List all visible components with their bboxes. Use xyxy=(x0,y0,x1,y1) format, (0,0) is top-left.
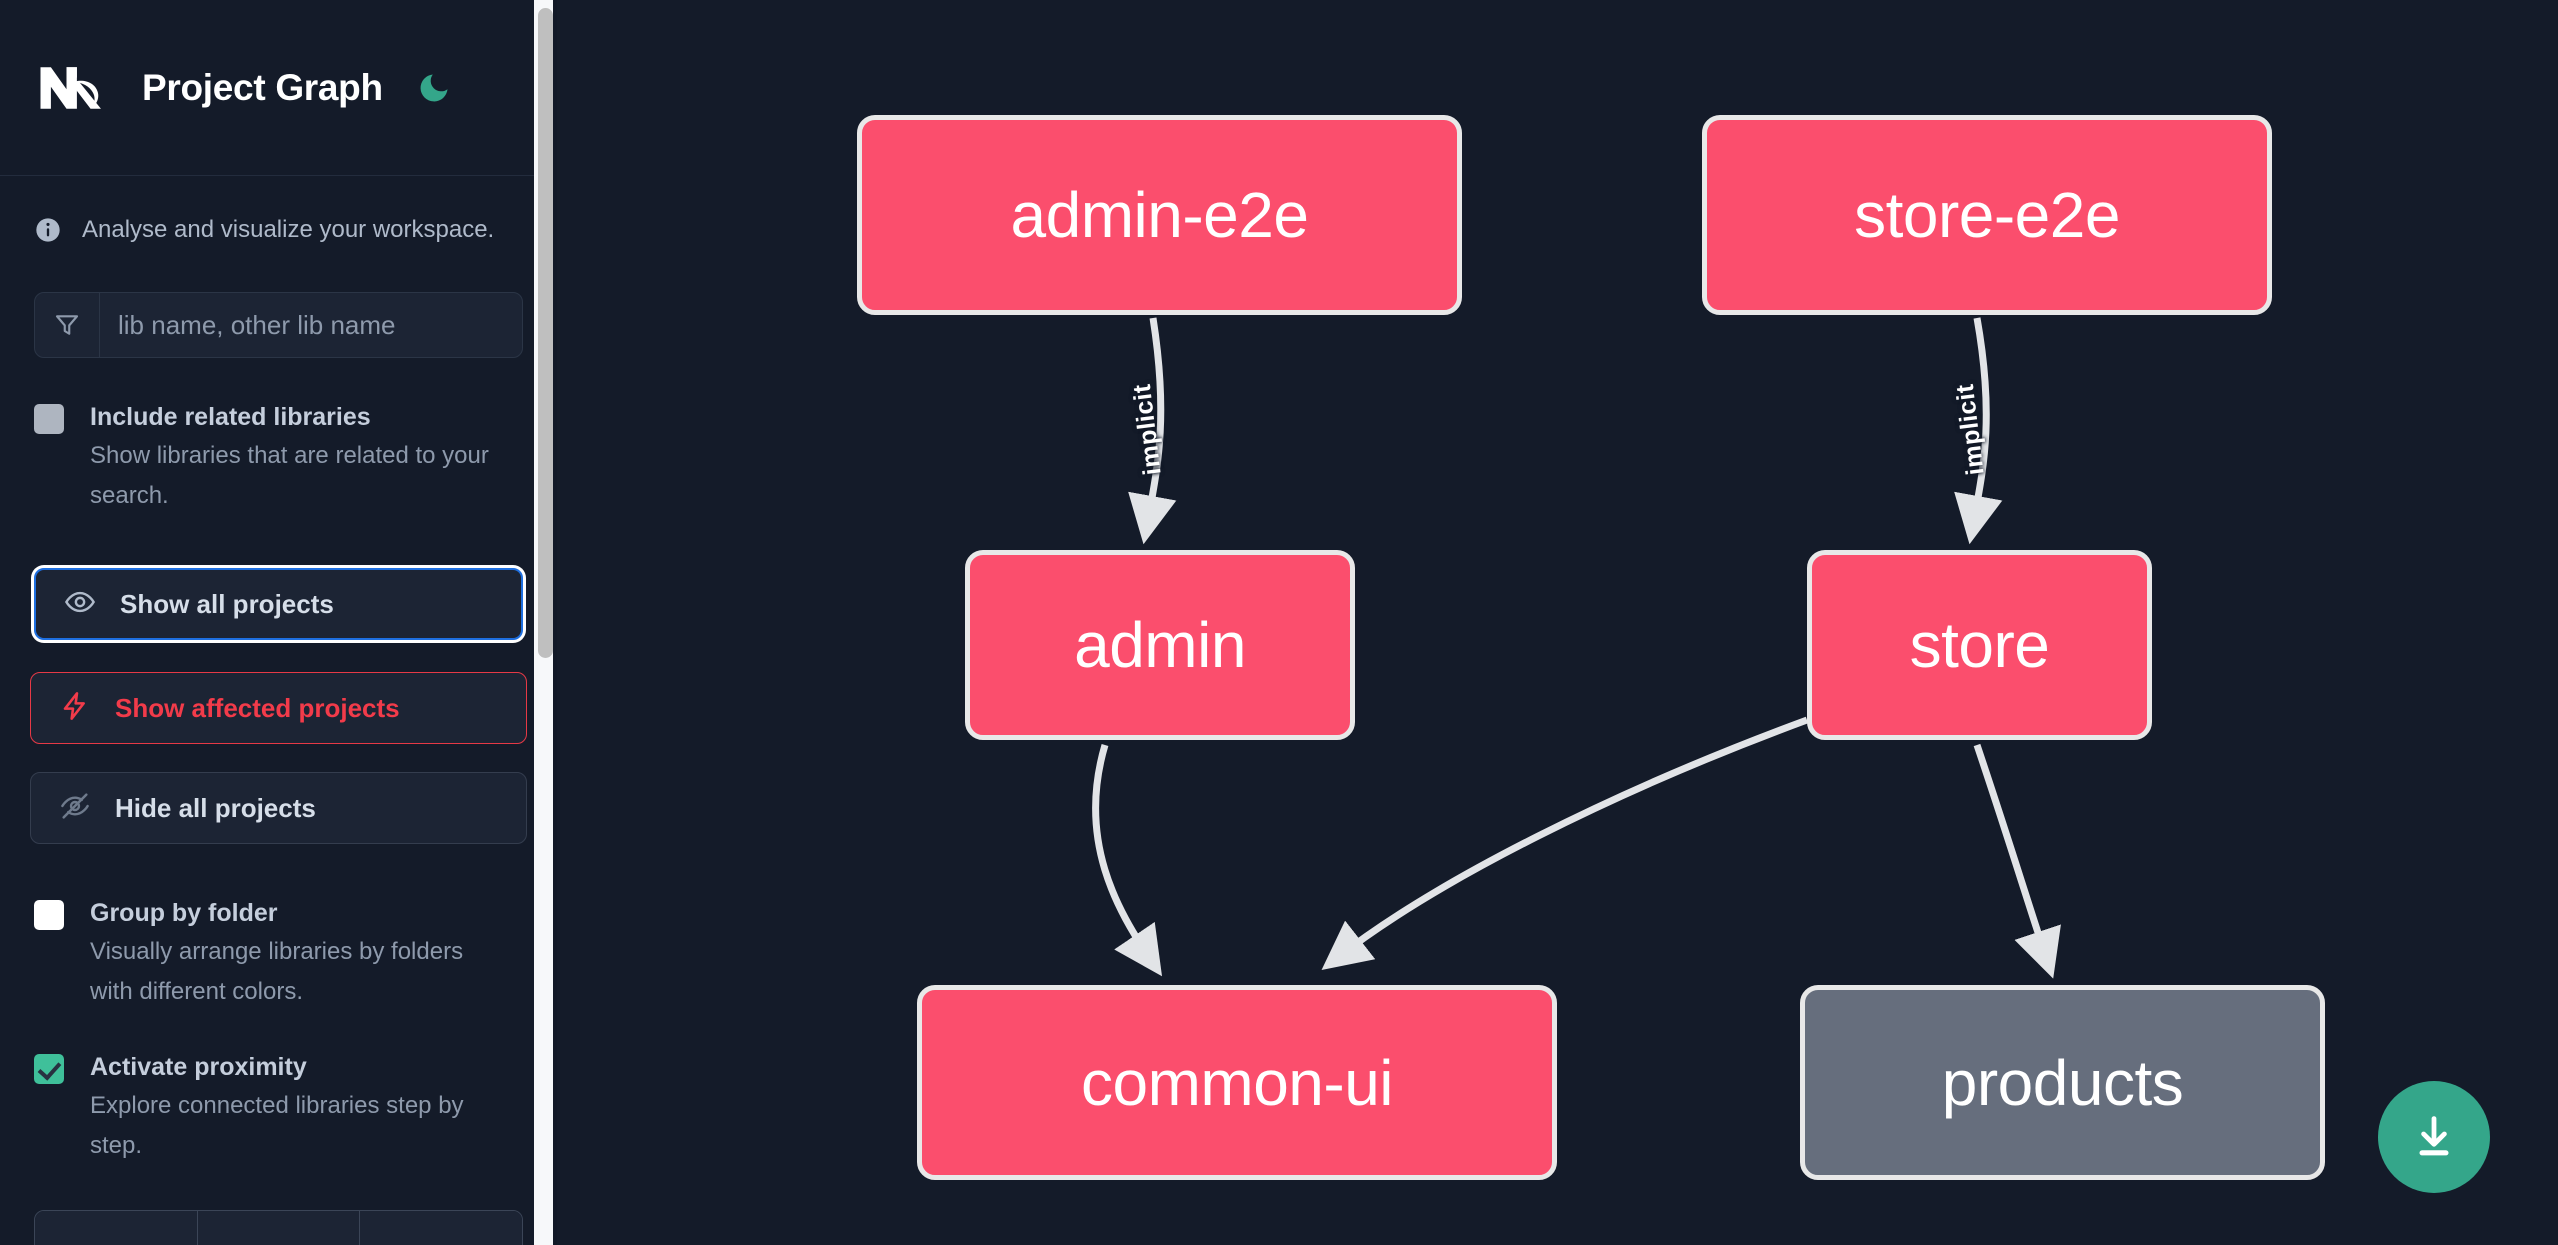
nx-logo-icon xyxy=(34,62,112,114)
edge-admin-to-common-ui xyxy=(1092,744,1163,977)
download-graph-button[interactable] xyxy=(2378,1081,2490,1193)
sidebar-scroll-region: Project Graph Analyse and visualize yo xyxy=(0,0,557,1245)
page-title: Project Graph xyxy=(142,66,383,108)
graph-edges xyxy=(1092,317,2061,979)
segment-3[interactable] xyxy=(360,1211,522,1245)
checkbox-row-group-by-folder[interactable]: Group by folder Visually arrange librari… xyxy=(0,896,557,1012)
checkbox-row-activate-proximity[interactable]: Activate proximity Explore connected lib… xyxy=(0,1050,557,1166)
workspace-info-text: Analyse and visualize your workspace. xyxy=(82,216,495,243)
hide-all-projects-label: Hide all projects xyxy=(115,792,316,823)
checkbox-desc-include-related-libraries: Show libraries that are related to your … xyxy=(90,442,489,509)
graph-node-label: common-ui xyxy=(1080,1046,1394,1119)
edge-store-to-products xyxy=(1973,743,2061,979)
project-visibility-buttons: Show all projects Show affected projects xyxy=(30,568,527,844)
checkbox-label-activate-proximity: Activate proximity xyxy=(90,1053,307,1081)
search-box xyxy=(34,292,523,358)
checkbox-row-include-related-libraries[interactable]: Include related libraries Show libraries… xyxy=(0,400,557,516)
graph-node-label: store-e2e xyxy=(1854,179,2120,251)
sidebar-header: Project Graph xyxy=(0,0,557,176)
show-all-projects-button[interactable]: Show all projects xyxy=(34,568,523,640)
checkbox-group-by-folder[interactable] xyxy=(34,900,64,930)
graph-node-label: products xyxy=(1941,1046,2184,1119)
edge-store-e2e-to-store xyxy=(1954,317,2003,545)
edge-store-to-common-ui xyxy=(1321,716,1809,971)
graph-node-admin[interactable]: admin xyxy=(965,550,1355,740)
text-filter-segmented-control[interactable] xyxy=(34,1210,523,1245)
filter-funnel-icon[interactable] xyxy=(35,293,100,357)
checkbox-label-group-by-folder: Group by folder xyxy=(90,899,278,927)
checkbox-desc-activate-proximity: Explore connected libraries step by step… xyxy=(90,1092,464,1159)
workspace-info: Analyse and visualize your workspace. xyxy=(0,176,557,244)
graph-node-products[interactable]: products xyxy=(1800,985,2325,1180)
show-affected-projects-label: Show affected projects xyxy=(115,692,400,723)
show-all-projects-label: Show all projects xyxy=(120,588,334,619)
graph-node-admin-e2e[interactable]: admin-e2e xyxy=(857,115,1462,315)
graph-canvas[interactable]: admin-e2e store-e2e admin store common-u… xyxy=(557,0,2558,1245)
checkbox-include-related-libraries[interactable] xyxy=(34,404,64,434)
edge-admin-e2e-to-admin xyxy=(1128,317,1177,545)
show-affected-projects-button[interactable]: Show affected projects xyxy=(30,672,527,744)
graph-node-label: admin-e2e xyxy=(1010,179,1309,251)
graph-node-store-e2e[interactable]: store-e2e xyxy=(1702,115,2272,315)
info-circle-icon xyxy=(34,216,62,244)
lightning-bolt-icon xyxy=(59,690,91,727)
sidebar: Project Graph Analyse and visualize yo xyxy=(0,0,557,1245)
graph-node-label: admin xyxy=(1074,609,1246,681)
eye-icon xyxy=(64,586,96,623)
search-input[interactable] xyxy=(100,293,522,357)
checkbox-activate-proximity[interactable] xyxy=(34,1054,64,1084)
hide-all-projects-button[interactable]: Hide all projects xyxy=(30,772,527,844)
moon-icon[interactable] xyxy=(413,67,455,109)
checkbox-desc-group-by-folder: Visually arrange libraries by folders wi… xyxy=(90,938,464,1005)
segment-2[interactable] xyxy=(197,1211,361,1245)
graph-node-common-ui[interactable]: common-ui xyxy=(917,985,1557,1180)
sidebar-scrollbar-thumb[interactable] xyxy=(538,8,553,658)
graph-node-label: store xyxy=(1909,609,2050,681)
sidebar-divider xyxy=(553,0,557,1245)
sidebar-scrollbar-track[interactable] xyxy=(534,0,557,1245)
segment-1[interactable] xyxy=(35,1211,198,1245)
graph-node-store[interactable]: store xyxy=(1807,550,2152,740)
eye-off-icon xyxy=(59,790,91,827)
checkbox-label-include-related-libraries: Include related libraries xyxy=(90,403,371,431)
